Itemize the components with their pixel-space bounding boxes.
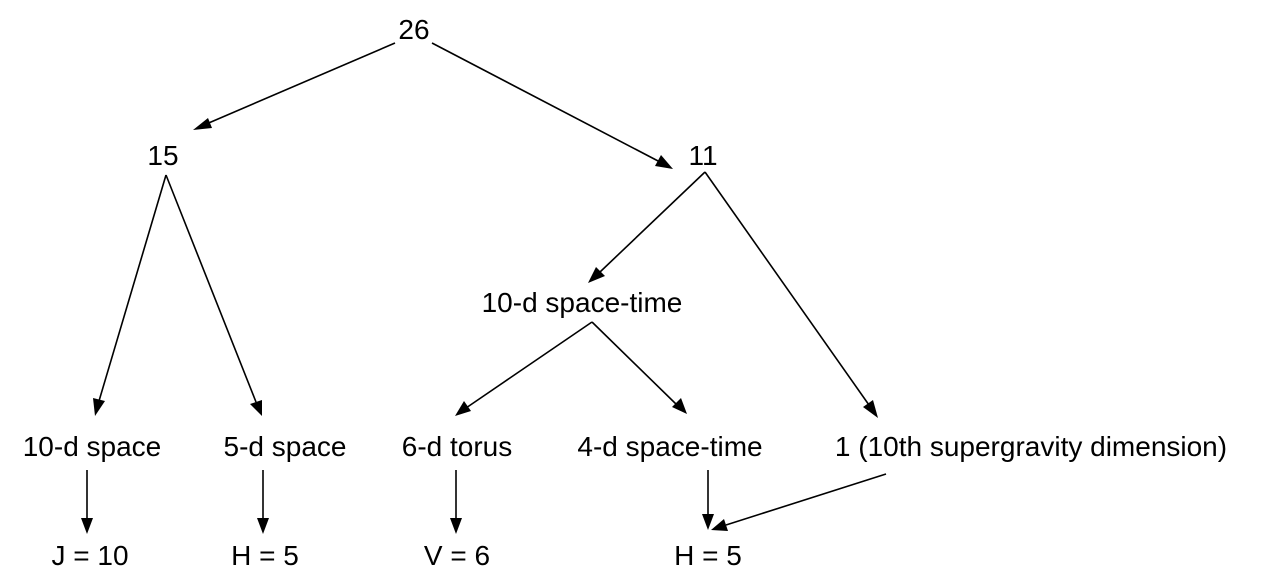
edge-5d-space-to-h5 bbox=[257, 470, 269, 534]
edge-26-to-15 bbox=[193, 42, 396, 130]
edge-supergravity-to-h5 bbox=[711, 473, 887, 531]
node-11: 11 bbox=[688, 140, 717, 171]
edge-26-to-11 bbox=[431, 42, 673, 169]
node-15: 15 bbox=[147, 140, 178, 171]
nodes: 26 15 11 10-d space-time 10-d space 5-d … bbox=[23, 14, 1227, 571]
node-h-5-right: H = 5 bbox=[674, 540, 742, 571]
edge-4d-spacetime-to-h5 bbox=[702, 470, 714, 530]
edge-6d-torus-to-v6 bbox=[450, 470, 462, 534]
node-10d-space: 10-d space bbox=[23, 431, 162, 462]
edge-11-to-supergravity bbox=[704, 171, 878, 418]
node-supergravity-dimension: 1 (10th supergravity dimension) bbox=[835, 431, 1227, 462]
node-26: 26 bbox=[398, 14, 429, 45]
node-10d-spacetime: 10-d space-time bbox=[482, 287, 683, 318]
edge-10d-spacetime-to-4d-spacetime bbox=[591, 321, 687, 414]
edge-15-to-5d-space bbox=[165, 174, 262, 416]
edge-15-to-10d-space bbox=[93, 174, 167, 416]
node-h-5-left: H = 5 bbox=[231, 540, 299, 571]
edges bbox=[81, 42, 887, 534]
node-4d-spacetime: 4-d space-time bbox=[577, 431, 762, 462]
node-v-6: V = 6 bbox=[424, 540, 490, 571]
edge-10d-space-to-j10 bbox=[81, 470, 93, 534]
edge-11-to-10d-spacetime bbox=[588, 171, 706, 283]
node-j-10: J = 10 bbox=[51, 540, 128, 571]
node-5d-space: 5-d space bbox=[224, 431, 347, 462]
edge-10d-spacetime-to-6d-torus bbox=[455, 321, 593, 416]
node-6d-torus: 6-d torus bbox=[402, 431, 513, 462]
